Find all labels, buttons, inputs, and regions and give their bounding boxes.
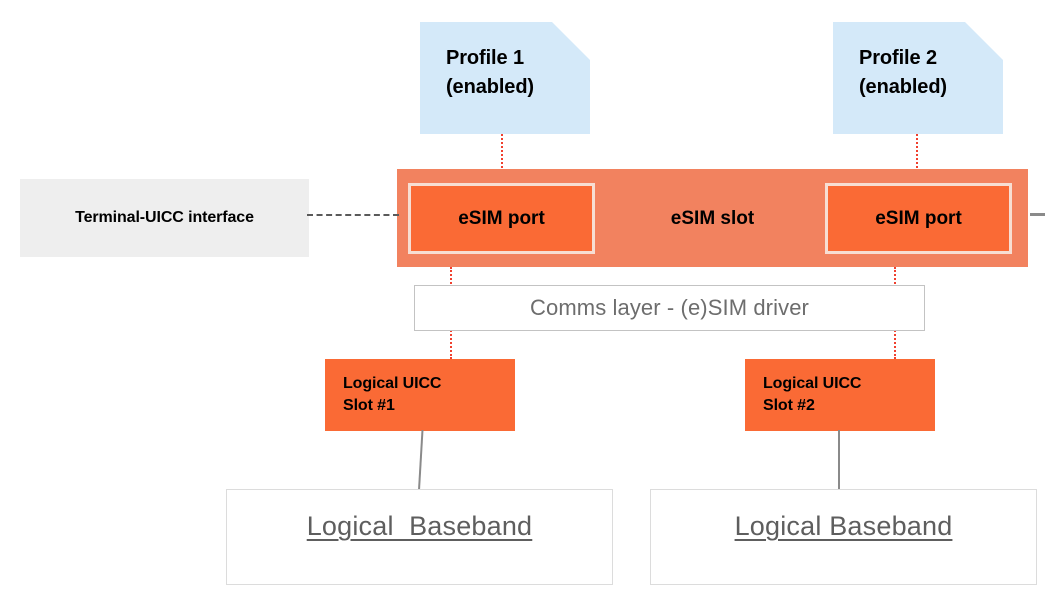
logical-baseband-2[interactable]: Logical Baseband	[650, 489, 1037, 585]
connector-profile1-to-port1	[501, 134, 503, 180]
esim-port-1[interactable]: eSIM port	[408, 183, 595, 254]
esim-slot-label: eSIM slot	[670, 208, 755, 229]
profile-card-1[interactable]: Profile 1 (enabled)	[420, 22, 590, 134]
comms-layer-label: Comms layer - (e)SIM driver	[530, 295, 809, 320]
logical-uicc-slot-1[interactable]: Logical UICC Slot #1	[325, 359, 515, 431]
logical-baseband-1[interactable]: Logical Baseband	[226, 489, 613, 585]
terminal-uicc-interface-box[interactable]: Terminal-UICC interface	[20, 179, 309, 257]
esim-slot[interactable]: eSIM slot eSIM port eSIM port	[397, 169, 1028, 267]
connector-profile2-to-port2	[916, 134, 918, 180]
logical-uicc-slot-1-line1: Logical UICC	[343, 375, 442, 392]
logical-uicc-slot-1-line2: Slot #1	[343, 397, 395, 414]
terminal-uicc-interface-label: Terminal-UICC interface	[75, 209, 254, 226]
logical-uicc-slot-2[interactable]: Logical UICC Slot #2	[745, 359, 935, 431]
esim-port-1-label: eSIM port	[458, 207, 545, 229]
profile-2-state: (enabled)	[859, 76, 947, 98]
logical-uicc-slot-2-line2: Slot #2	[763, 397, 815, 414]
profile-card-2[interactable]: Profile 2 (enabled)	[833, 22, 1003, 134]
logical-baseband-1-label: Logical Baseband	[306, 511, 533, 541]
logical-baseband-2-label: Logical Baseband	[734, 511, 953, 541]
logical-uicc-slot-2-line1: Logical UICC	[763, 375, 862, 392]
esim-port-2[interactable]: eSIM port	[825, 183, 1012, 254]
profile-1-name: Profile 1	[446, 47, 525, 69]
connector-slot-right-stub	[1030, 213, 1045, 216]
profile-1-state: (enabled)	[446, 76, 534, 98]
profile-2-name: Profile 2	[859, 47, 938, 69]
connector-uicc2-to-baseband2	[838, 430, 840, 490]
comms-layer-box[interactable]: Comms layer - (e)SIM driver	[414, 285, 925, 331]
connector-uicc1-to-baseband1	[418, 430, 424, 490]
esim-port-2-label: eSIM port	[875, 207, 962, 229]
connector-terminal-to-slot	[307, 214, 399, 216]
